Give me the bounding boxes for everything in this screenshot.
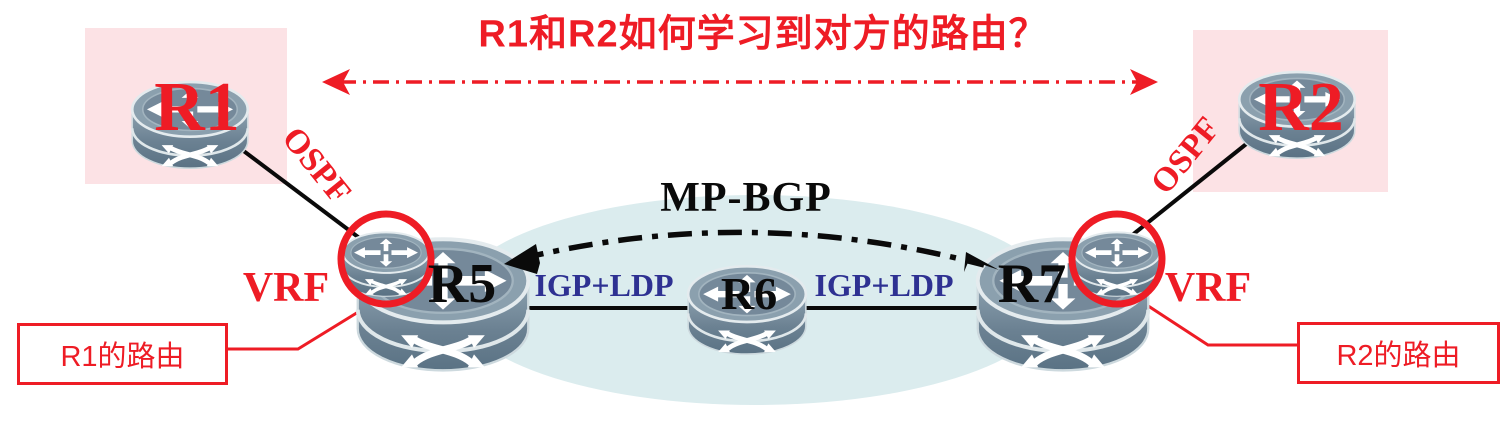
callout-r1-routes: R1的路由	[17, 323, 228, 385]
callout-r1-routes-text: R1的路由	[60, 341, 185, 373]
label-r2: R2	[1258, 69, 1344, 146]
label-r6: R6	[720, 268, 778, 319]
label-igp-ldp-left: IGP+LDP	[534, 267, 674, 303]
label-r7: R7	[997, 253, 1067, 315]
label-vrf-right: VRF	[1164, 265, 1252, 311]
link-r1-r5	[235, 144, 380, 254]
vrf-router-right	[1072, 230, 1162, 299]
vrf-circle-left	[337, 210, 435, 308]
callout-r2-routes: R2的路由	[1297, 322, 1500, 384]
callout-left-line	[226, 296, 382, 351]
route-exchange-arrow	[322, 69, 1158, 95]
diagram-title: R1和R2如何学习到对方的路由？	[478, 13, 1048, 56]
label-mp-bgp: MP-BGP	[660, 175, 832, 221]
vrf-router-left	[341, 230, 431, 299]
label-r5: R5	[427, 253, 497, 315]
label-igp-ldp-right: IGP+LDP	[814, 267, 954, 303]
mp-bgp-arc	[504, 229, 999, 274]
vrf-circle-right	[1068, 210, 1166, 308]
callout-right-line	[1132, 294, 1297, 347]
label-r1: R1	[154, 69, 240, 146]
callout-r2-routes-text: R2的路由	[1336, 340, 1461, 372]
label-vrf-left: VRF	[242, 265, 330, 311]
